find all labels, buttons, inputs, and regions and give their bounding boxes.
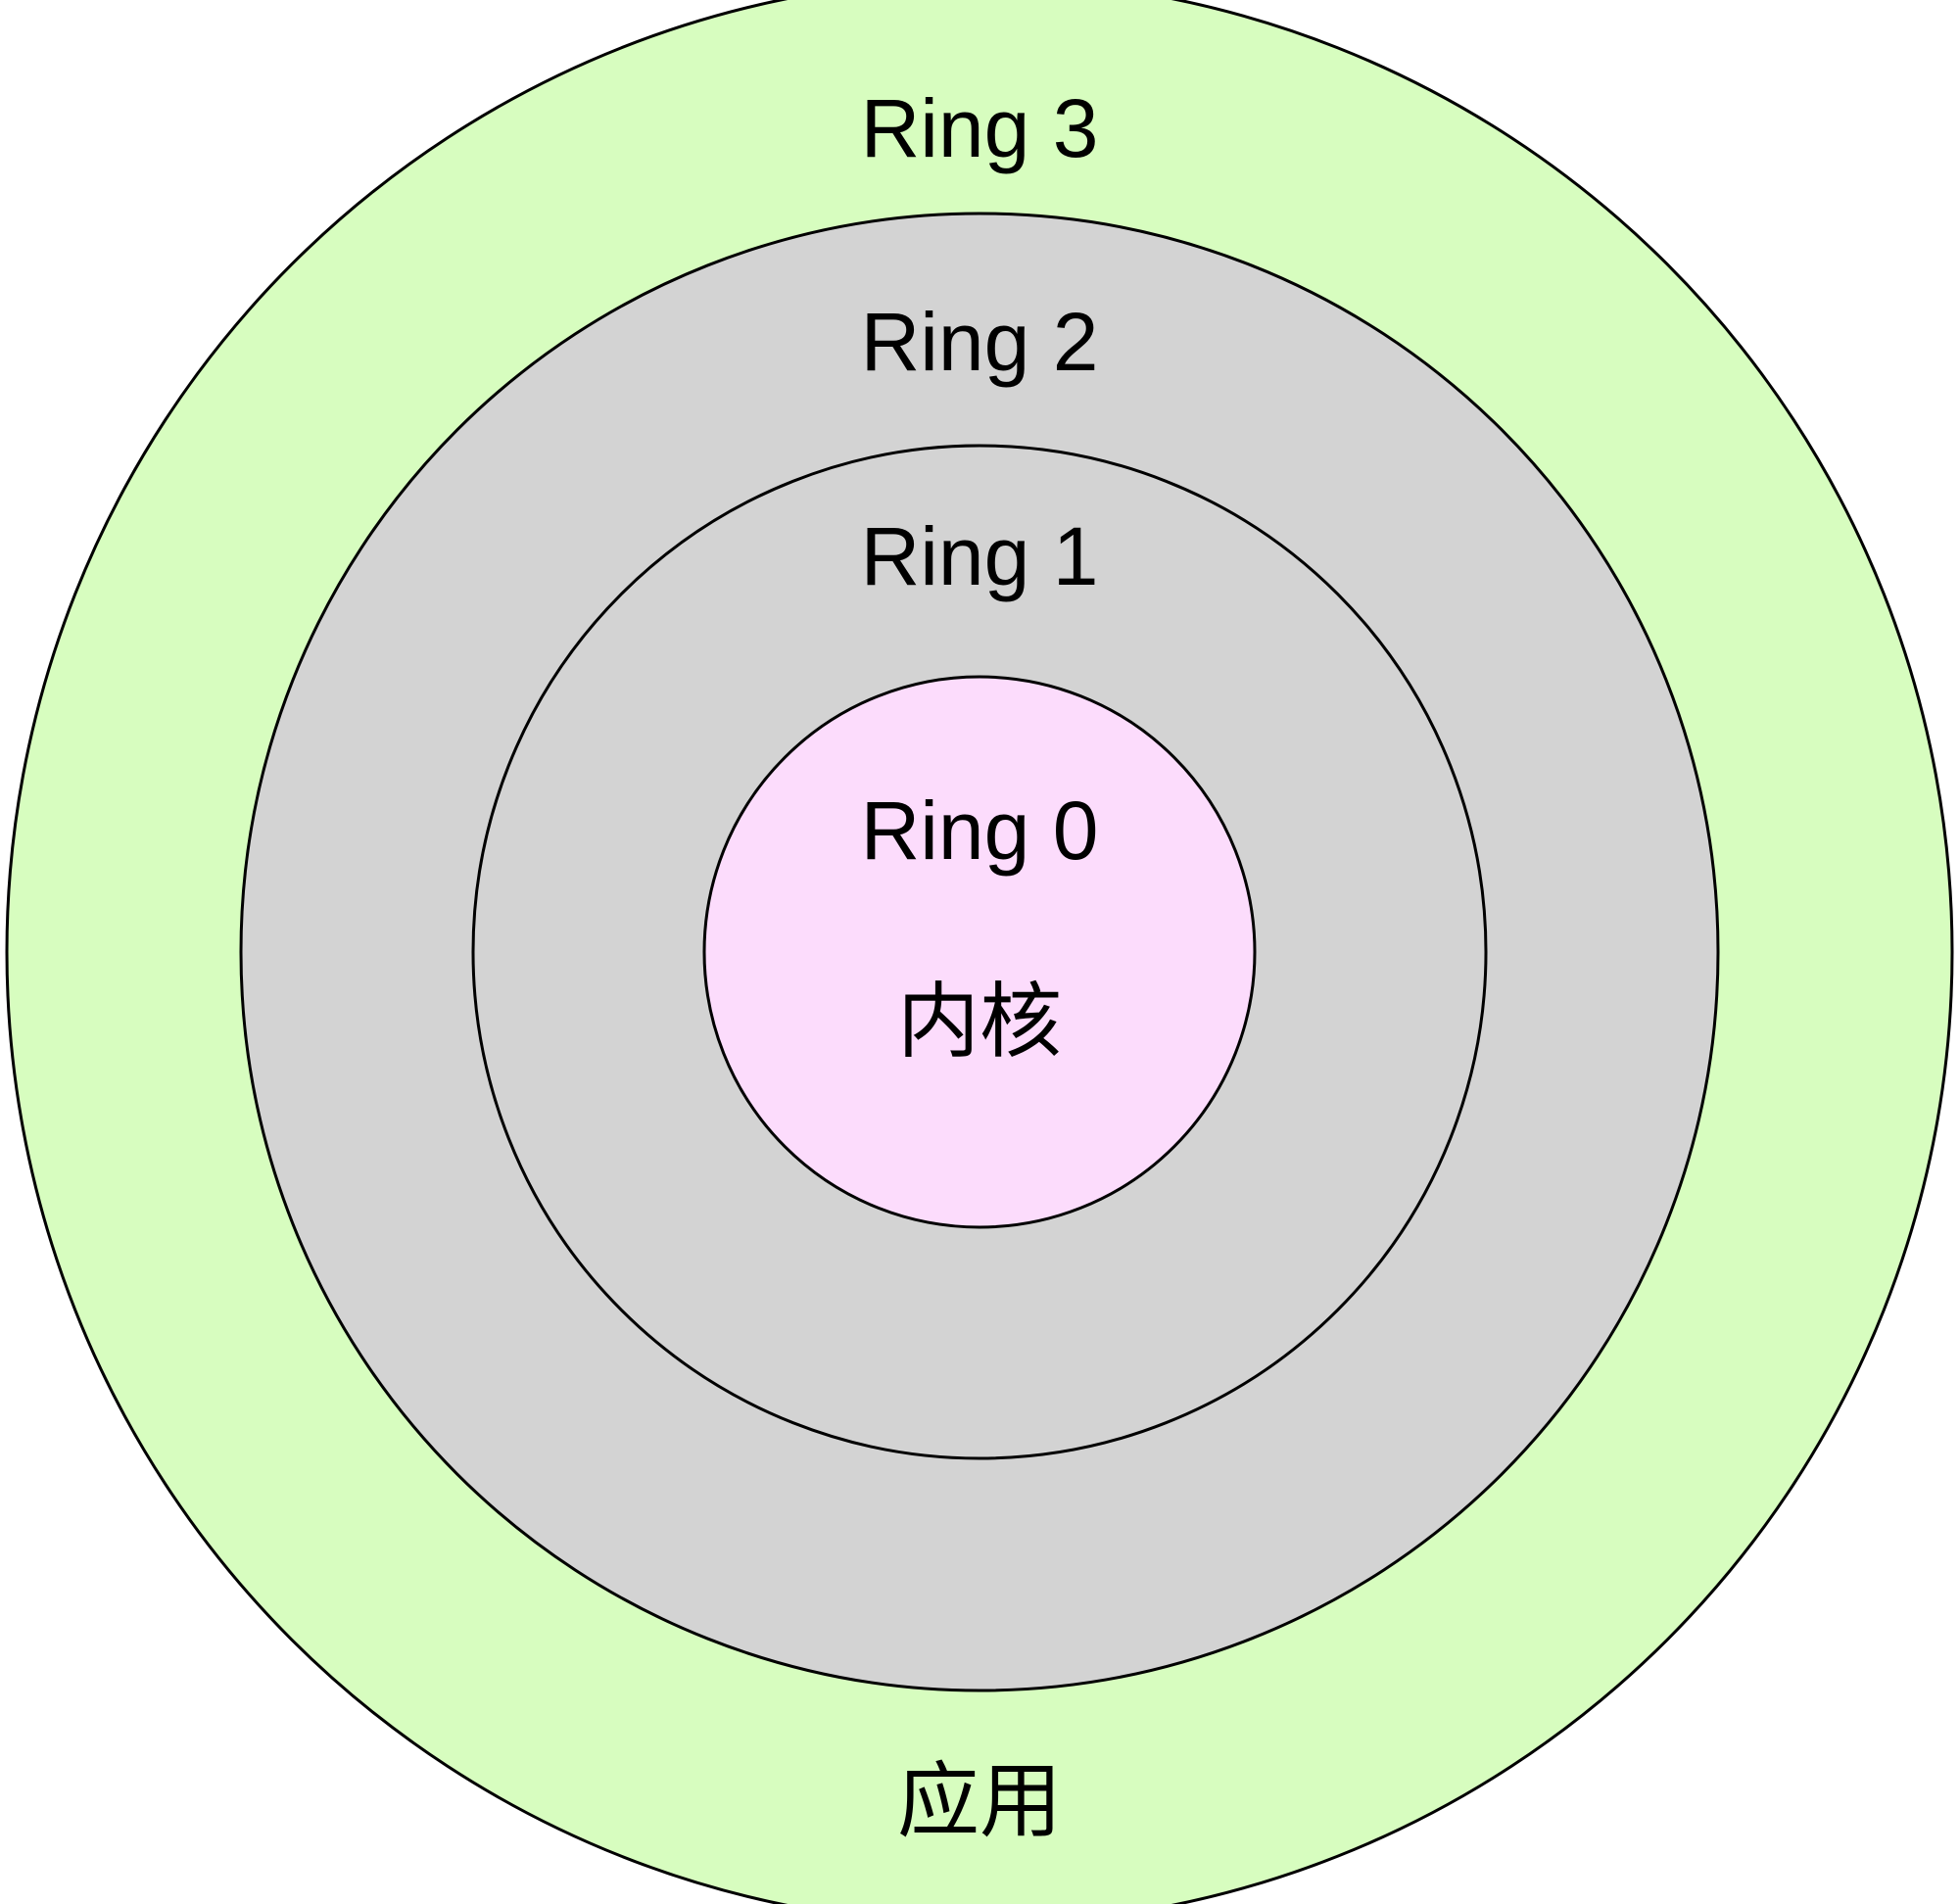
application-label: 应用 (897, 1753, 1062, 1849)
core-label: 内核 (897, 974, 1062, 1070)
ring-0-label: Ring 0 (861, 785, 1099, 877)
ring-1-label: Ring 1 (861, 510, 1099, 602)
ring-3-label: Ring 3 (861, 82, 1099, 174)
ring-2-label: Ring 2 (861, 296, 1099, 388)
ring-0-circle (702, 675, 1257, 1229)
